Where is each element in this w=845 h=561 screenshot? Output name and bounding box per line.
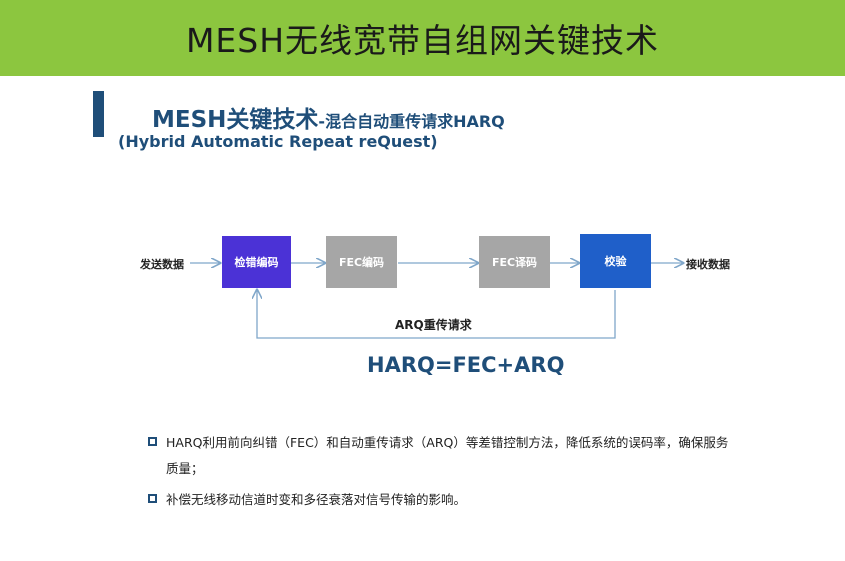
bullet-item: HARQ利用前向纠错（FEC）和自动重传请求（ARQ）等差错控制方法，降低系统的… [148, 430, 733, 482]
harq-formula: HARQ=FEC+ARQ [367, 353, 565, 377]
square-bullet-icon [148, 437, 157, 446]
bullet-text: HARQ利用前向纠错（FEC）和自动重传请求（ARQ）等差错控制方法，降低系统的… [166, 435, 729, 476]
heading-accent-bar [93, 91, 104, 137]
section-heading-english: (Hybrid Automatic Repeat reQuest) [118, 132, 438, 151]
arq-feedback-label: ARQ重传请求 [395, 318, 472, 332]
section-heading: MESH关键技术-混合自动重传请求HARQ [152, 100, 505, 134]
title-banner: MESH无线宽带自组网关键技术 [0, 0, 845, 76]
error-detect-encode-box: 检错编码 [222, 236, 291, 288]
section-heading-sub: -混合自动重传请求HARQ [318, 112, 505, 131]
fec-decode-box: FEC译码 [479, 236, 550, 288]
section-heading-main: MESH关键技术 [152, 107, 319, 133]
fec-encode-box: FEC编码 [326, 236, 397, 288]
arrow-feedback [257, 290, 616, 339]
input-data-label: 发送数据 [140, 258, 184, 271]
output-data-label: 接收数据 [686, 258, 730, 271]
bullet-item: 补偿无线移动信道时变和多径衰落对信号传输的影响。 [148, 487, 733, 513]
bullet-text: 补偿无线移动信道时变和多径衰落对信号传输的影响。 [166, 492, 467, 507]
page-title: MESH无线宽带自组网关键技术 [185, 21, 660, 60]
check-box: 校验 [580, 234, 651, 288]
square-bullet-icon [148, 494, 157, 503]
